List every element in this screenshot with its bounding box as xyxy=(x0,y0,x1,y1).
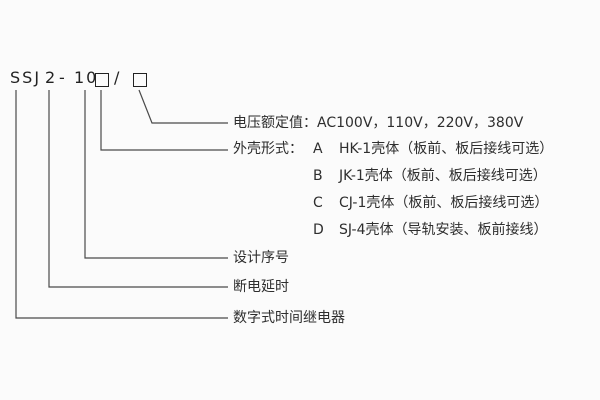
model-code-dash: - xyxy=(59,68,67,87)
case-option-text: SJ-4壳体（导轨安装、板前接线） xyxy=(339,222,548,238)
case-option-text: CJ-1壳体（板前、板后接线可选） xyxy=(339,195,549,211)
case-option-letter: B xyxy=(313,168,323,184)
case-option-row: B JK-1壳体（板前、板后接线可选） xyxy=(233,163,553,190)
line-power-off-delay xyxy=(48,90,228,288)
case-option-text: HK-1壳体（板前、板后接线可选） xyxy=(339,141,554,157)
case-option-letter: D xyxy=(313,222,324,238)
case-option-row: D SJ-4壳体（导轨安装、板前接线） xyxy=(233,217,553,244)
case-type-label: 外壳形式： xyxy=(233,141,303,157)
design-serial-label: 设计序号 xyxy=(233,250,289,266)
case-option-row: 外壳形式： A HK-1壳体（板前、板后接线可选） xyxy=(233,136,553,163)
model-code-prefix: SSJ xyxy=(10,68,42,87)
voltage-rating-label: 电压额定值：AC100V，110V，220V，380V xyxy=(233,115,524,131)
case-option-text: JK-1壳体（板前、板后接线可选） xyxy=(339,168,547,184)
model-code-case-placeholder-box xyxy=(95,73,109,87)
line-voltage xyxy=(138,89,228,124)
line-digital-time-relay xyxy=(15,90,228,319)
case-option-row: C CJ-1壳体（板前、板后接线可选） xyxy=(233,190,553,217)
case-option-letter: A xyxy=(313,141,323,157)
model-code-slash: / xyxy=(114,68,122,87)
model-code-series: 2 xyxy=(45,68,58,87)
case-type-block: 外壳形式： A HK-1壳体（板前、板后接线可选） B JK-1壳体（板前、板后接线可… xyxy=(233,136,553,244)
model-code-number: 10 xyxy=(74,68,99,87)
digital-time-relay-label: 数字式时间继电器 xyxy=(233,310,345,326)
power-off-delay-label: 断电延时 xyxy=(233,279,289,295)
line-design-serial xyxy=(84,90,228,259)
model-code-voltage-placeholder-box xyxy=(133,73,147,87)
case-option-letter: C xyxy=(313,195,323,211)
line-case-type xyxy=(100,90,228,151)
